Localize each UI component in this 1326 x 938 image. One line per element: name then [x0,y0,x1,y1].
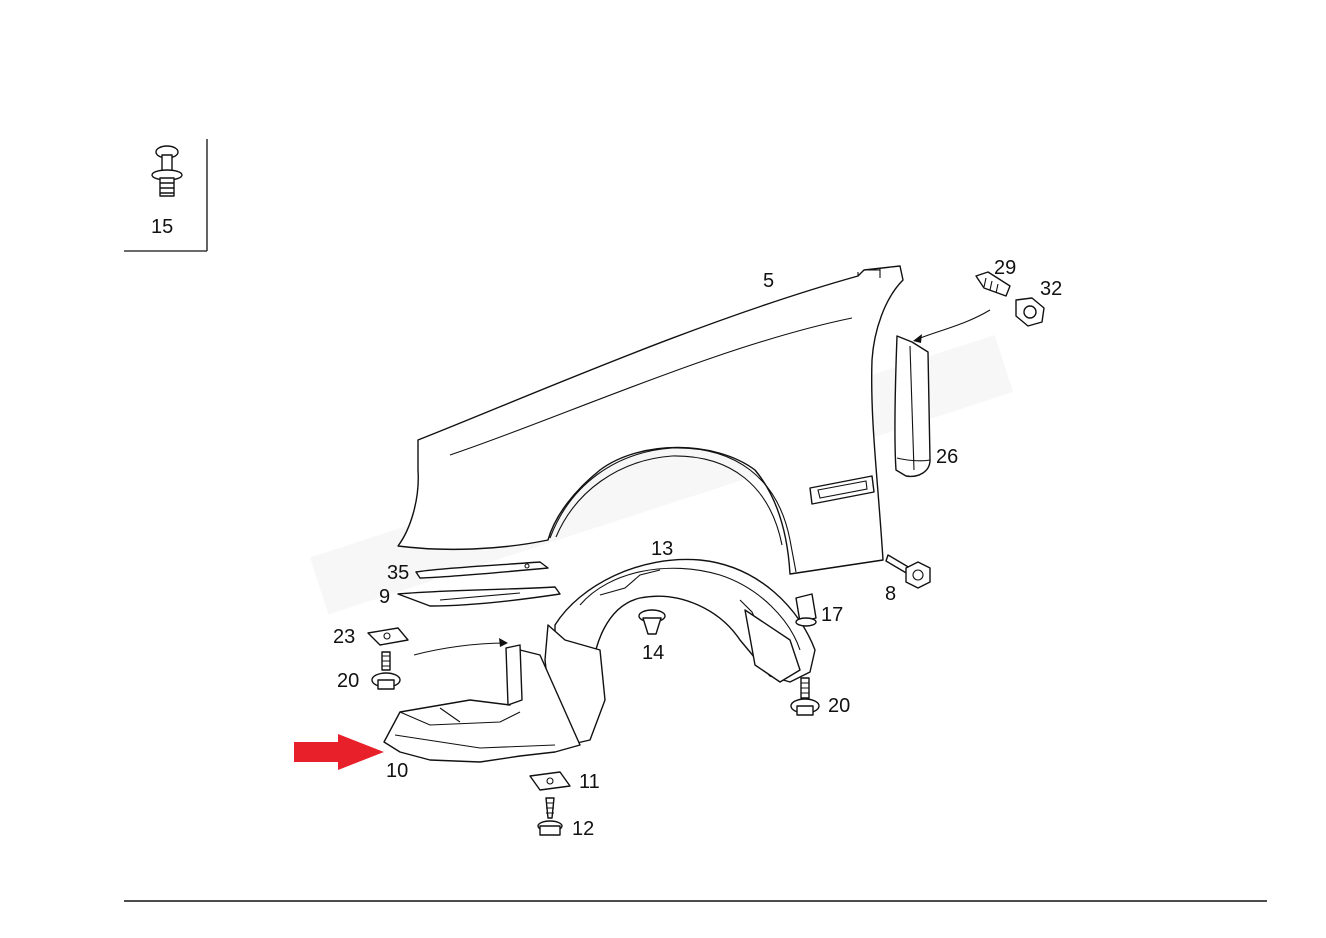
part-label-17: 17 [821,604,843,626]
screw-icon [537,797,563,836]
part-label-12: 12 [572,818,594,840]
part-label-26: 26 [936,446,958,468]
clip-nut-icon [529,771,571,791]
screw-icon [371,651,401,690]
push-clip-icon [638,609,666,635]
expanding-nut-icon [795,593,817,627]
right-arrow-icon [294,734,384,770]
part-label-35: 35 [387,562,409,584]
underbody-cover-panel [383,644,581,763]
part-label-29: 29 [994,257,1016,279]
wheel-arch-liner [544,558,816,746]
arrow-head-icon [913,334,922,343]
seal-strip-9 [397,586,561,607]
part-label-9: 9 [379,586,390,608]
fender-panel [397,265,904,575]
seal-strip-35 [415,561,549,579]
inset-box-part-15 [124,139,208,252]
part-label-15: 15 [151,216,173,238]
side-marker-lamp [809,475,875,505]
nut-icon [1015,297,1045,327]
arrow-head-icon [499,638,508,647]
side-trim-strip [894,335,931,478]
washer-screw-icon [885,554,931,589]
part-label-5: 5 [763,270,774,292]
arrow-29-to-26 [914,309,991,341]
part-label-23: 23 [333,626,355,648]
clip-icon [151,145,183,197]
stud-bolt-icon [975,271,1011,297]
part-label-20-right: 20 [828,695,850,717]
clip-nut-icon [367,627,409,646]
screw-icon [790,677,820,716]
part-label-20-left: 20 [337,670,359,692]
part-label-32: 32 [1040,278,1062,300]
part-label-8: 8 [885,583,896,605]
part-label-14: 14 [642,642,664,664]
part-label-11: 11 [579,771,600,793]
part-label-10: 10 [386,760,408,782]
part-label-13: 13 [651,538,673,560]
arrow-23-to-10 [413,642,506,656]
